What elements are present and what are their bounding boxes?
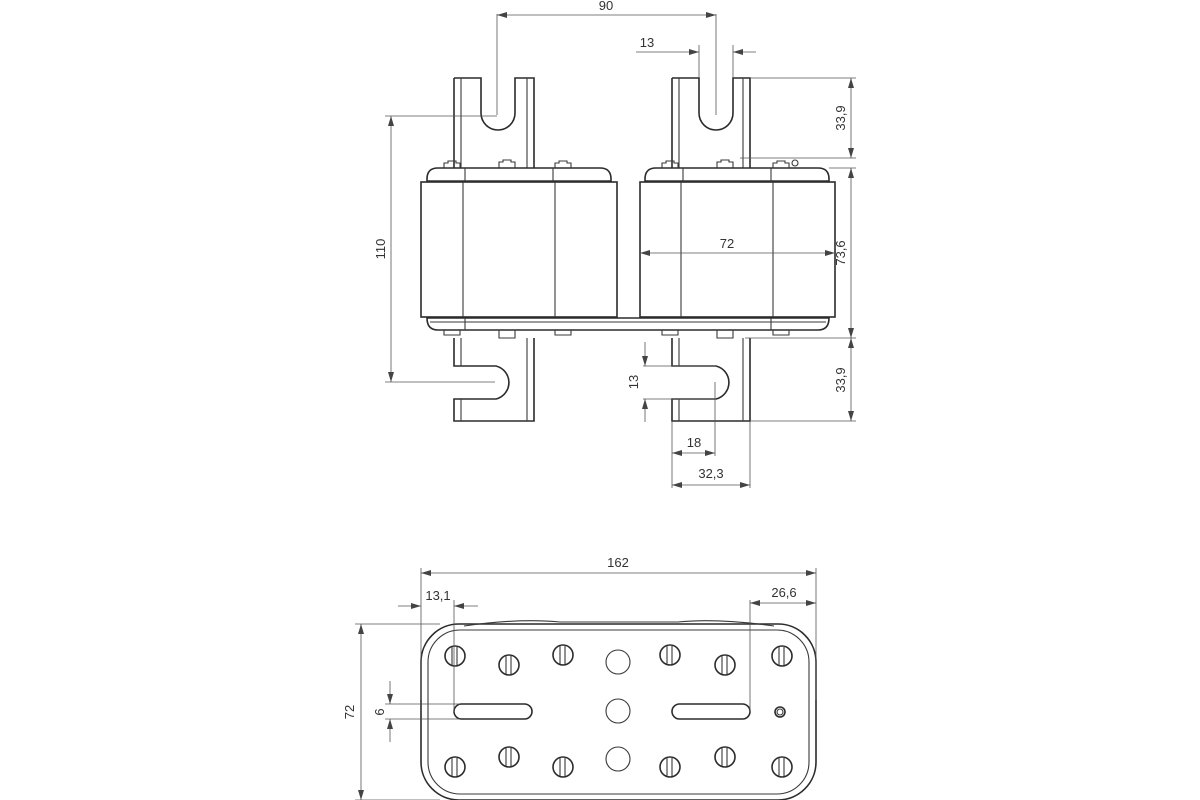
front-view: 90 13 33,9 110 72 <box>373 0 856 488</box>
screw-icon <box>552 644 574 666</box>
right-bottom-blade <box>671 338 751 422</box>
mounting-slots <box>453 703 786 720</box>
center-holes <box>605 649 631 772</box>
dim-blade-height-bottom: 33,9 <box>750 338 856 422</box>
dim-overall-length: 162 <box>420 555 817 700</box>
dim-blade-height-top: 33,9 <box>740 77 856 159</box>
dim-label-26-6: 26,6 <box>771 585 796 600</box>
left-fuse-body <box>420 181 618 318</box>
right-slot <box>671 703 751 720</box>
dim-label-162: 162 <box>607 555 629 570</box>
left-top-cap <box>426 159 612 182</box>
dim-slot-width: 6 <box>372 681 460 742</box>
dim-overall-height: 110 <box>373 115 497 383</box>
bottom-view: 162 13,1 26,6 72 6 <box>342 555 817 800</box>
dim-label-13-top: 13 <box>640 35 654 50</box>
dim-slot-width-top: 13 <box>636 35 756 78</box>
hole-icon <box>605 649 631 675</box>
screw-icon <box>498 746 520 768</box>
bottom-base-plate <box>426 317 830 339</box>
right-top-blade <box>671 77 751 168</box>
indicator-icon <box>774 706 786 718</box>
dim-body-width: 72 <box>640 236 835 256</box>
bottom-view-outline <box>420 620 817 800</box>
screw-icon <box>771 645 793 667</box>
dim-label-18: 18 <box>687 435 701 450</box>
left-bottom-blade <box>453 338 535 422</box>
dim-label-6: 6 <box>372 708 387 715</box>
screw-icon <box>771 756 793 778</box>
dim-label-110: 110 <box>373 239 388 260</box>
screw-icon <box>444 756 466 778</box>
screw-icon <box>714 654 736 676</box>
dim-slot-depth: 18 <box>671 382 716 488</box>
dim-label-13-1: 13,1 <box>425 588 450 603</box>
dim-left-offset: 13,1 <box>398 588 478 712</box>
screw-icon <box>714 746 736 768</box>
dim-label-72-body: 72 <box>720 236 734 251</box>
dim-right-offset: 26,6 <box>749 585 816 712</box>
screw-icon <box>444 645 466 667</box>
right-fuse-body <box>639 181 836 318</box>
left-top-blade <box>453 77 535 168</box>
hole-icon <box>605 698 631 724</box>
screw-icon <box>659 756 681 778</box>
dim-label-33-9-top: 33,9 <box>833 105 848 130</box>
screw-icon <box>659 644 681 666</box>
dim-body-height: 73,6 <box>745 167 856 339</box>
dim-slot-width-bottom: 13 <box>626 342 716 422</box>
screw-icon <box>552 756 574 778</box>
dim-label-32-3: 32,3 <box>698 466 723 481</box>
dim-label-73-6: 73,6 <box>833 240 848 265</box>
dim-contact-spacing: 90 <box>496 0 717 115</box>
right-top-cap <box>644 159 830 182</box>
hole-icon <box>605 746 631 772</box>
dim-label-90: 90 <box>599 0 613 13</box>
screw-heads <box>444 644 793 778</box>
dim-blade-width: 32,3 <box>672 421 751 488</box>
dim-overall-width: 72 <box>342 623 440 800</box>
screw-icon <box>498 654 520 676</box>
left-slot <box>453 703 533 720</box>
dim-label-72-bottom: 72 <box>342 705 357 719</box>
dim-label-33-9-bottom: 33,9 <box>833 367 848 392</box>
dim-label-13-bottom: 13 <box>626 375 641 389</box>
